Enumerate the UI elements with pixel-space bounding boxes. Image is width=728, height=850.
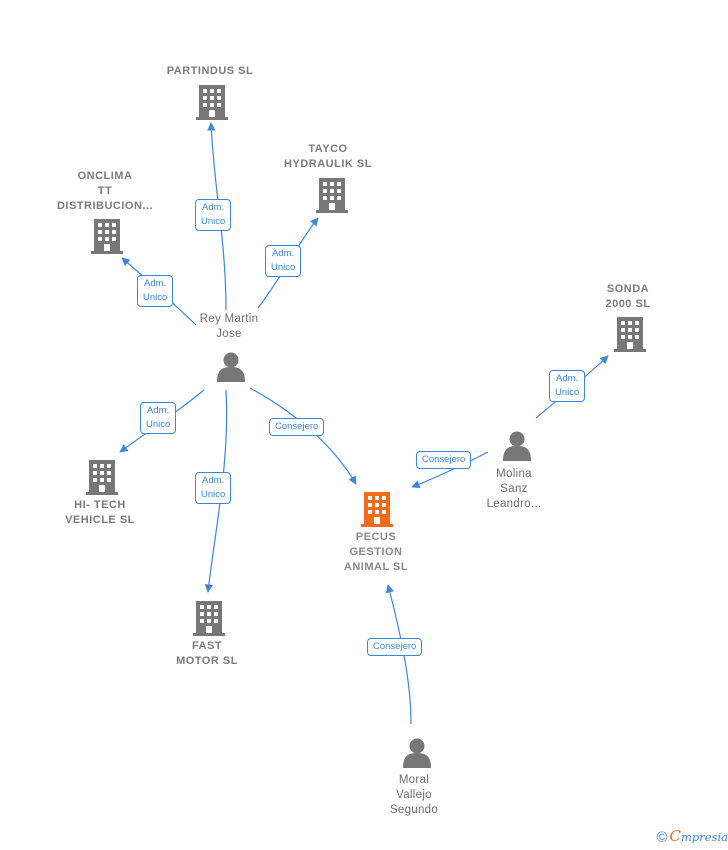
person-icon[interactable] <box>217 352 245 383</box>
label-line: TT <box>97 185 113 197</box>
node-label-pecus[interactable]: PECUS GESTION ANIMAL SL <box>316 530 436 575</box>
label-line: PARTINDUS SL <box>166 65 254 77</box>
label-line: Adm. <box>556 373 579 384</box>
person-icon[interactable] <box>503 431 531 462</box>
label-line: HYDRAULIK SL <box>284 158 372 170</box>
edge-label-moral-pecus: Consejero <box>367 638 423 656</box>
label-line: Consejero <box>275 421 319 432</box>
label-line: Adm. <box>202 202 225 213</box>
node-label-sonda[interactable]: SONDA 2000 SL <box>568 282 688 312</box>
label-line: Unico <box>271 262 296 273</box>
edge-label-rey-tayco: Adm. Unico <box>265 245 302 277</box>
person-icon[interactable] <box>403 738 431 769</box>
label-line: Unico <box>555 387 580 398</box>
label-line: FAST <box>191 640 223 652</box>
node-label-fast[interactable]: FAST MOTOR SL <box>147 639 267 669</box>
edge-label-molina-sonda: Adm. Unico <box>549 370 586 402</box>
edge-label-rey-fast: Adm. Unico <box>195 472 232 504</box>
label-line: 2000 SL <box>605 298 651 310</box>
label-line: TAYCO <box>308 143 348 155</box>
label-line: Adm. <box>147 405 170 416</box>
label-line: HI- TECH <box>74 499 126 511</box>
node-label-tayco[interactable]: TAYCO HYDRAULIK SL <box>268 142 388 172</box>
building-icon[interactable] <box>86 460 118 495</box>
node-label-partindus[interactable]: PARTINDUS SL <box>150 64 270 79</box>
copyright-icon: © <box>656 829 668 846</box>
edge-molina-pecus <box>411 451 489 489</box>
label-line: VEHICLE SL <box>65 514 135 526</box>
label-line: Jose <box>216 328 242 340</box>
edge-label-rey-pecus: Consejero <box>269 418 325 436</box>
label-line: Unico <box>143 292 168 303</box>
label-line: SONDA <box>606 283 650 295</box>
edge-moral-pecus <box>385 584 412 725</box>
label-line: Unico <box>146 419 171 430</box>
label-line: Moral <box>398 774 430 786</box>
edge-label-rey-partindus: Adm. Unico <box>195 199 232 231</box>
label-line: Adm. <box>272 248 295 259</box>
label-line: Leandro... <box>486 498 542 510</box>
label-line: Consejero <box>422 454 466 465</box>
node-label-onclima[interactable]: ONCLIMA TT DISTRIBUCION... <box>45 169 165 214</box>
label-line: Adm. <box>144 278 167 289</box>
label-line: Vallejo <box>396 789 432 801</box>
label-line: MOTOR SL <box>176 655 238 667</box>
building-icon[interactable] <box>316 178 348 213</box>
label-line: Adm. <box>202 475 225 486</box>
label-line: Consejero <box>373 641 417 652</box>
label-line: Sanz <box>500 483 528 495</box>
label-line: Segundo <box>389 804 439 816</box>
building-icon[interactable] <box>91 219 123 254</box>
building-icon[interactable] <box>614 317 646 352</box>
label-line: ONCLIMA <box>77 170 133 182</box>
edge-label-rey-onclima: Adm. Unico <box>137 275 174 307</box>
label-line: ANIMAL SL <box>343 561 409 573</box>
node-label-hitech[interactable]: HI- TECH VEHICLE SL <box>40 498 160 528</box>
label-line: GESTION <box>349 546 403 558</box>
brand-name: mpresia <box>680 830 728 844</box>
label-line: Rey Martin <box>199 313 259 325</box>
edge-label-rey-hitech: Adm. Unico <box>140 402 177 434</box>
label-line: Molina <box>496 468 532 480</box>
building-icon[interactable] <box>361 492 393 527</box>
edge-label-molina-pecus: Consejero <box>416 451 472 469</box>
label-line: Unico <box>201 216 226 227</box>
edge-rey-pecus <box>249 387 357 485</box>
label-line: DISTRIBUCION... <box>56 200 154 212</box>
footer-brand[interactable]: ©Cmpresia <box>656 827 728 846</box>
building-icon[interactable] <box>193 601 225 636</box>
label-line: PECUS <box>355 531 397 543</box>
building-icon[interactable] <box>196 85 228 120</box>
brand-initial: C <box>669 827 681 845</box>
label-line: Unico <box>201 489 226 500</box>
